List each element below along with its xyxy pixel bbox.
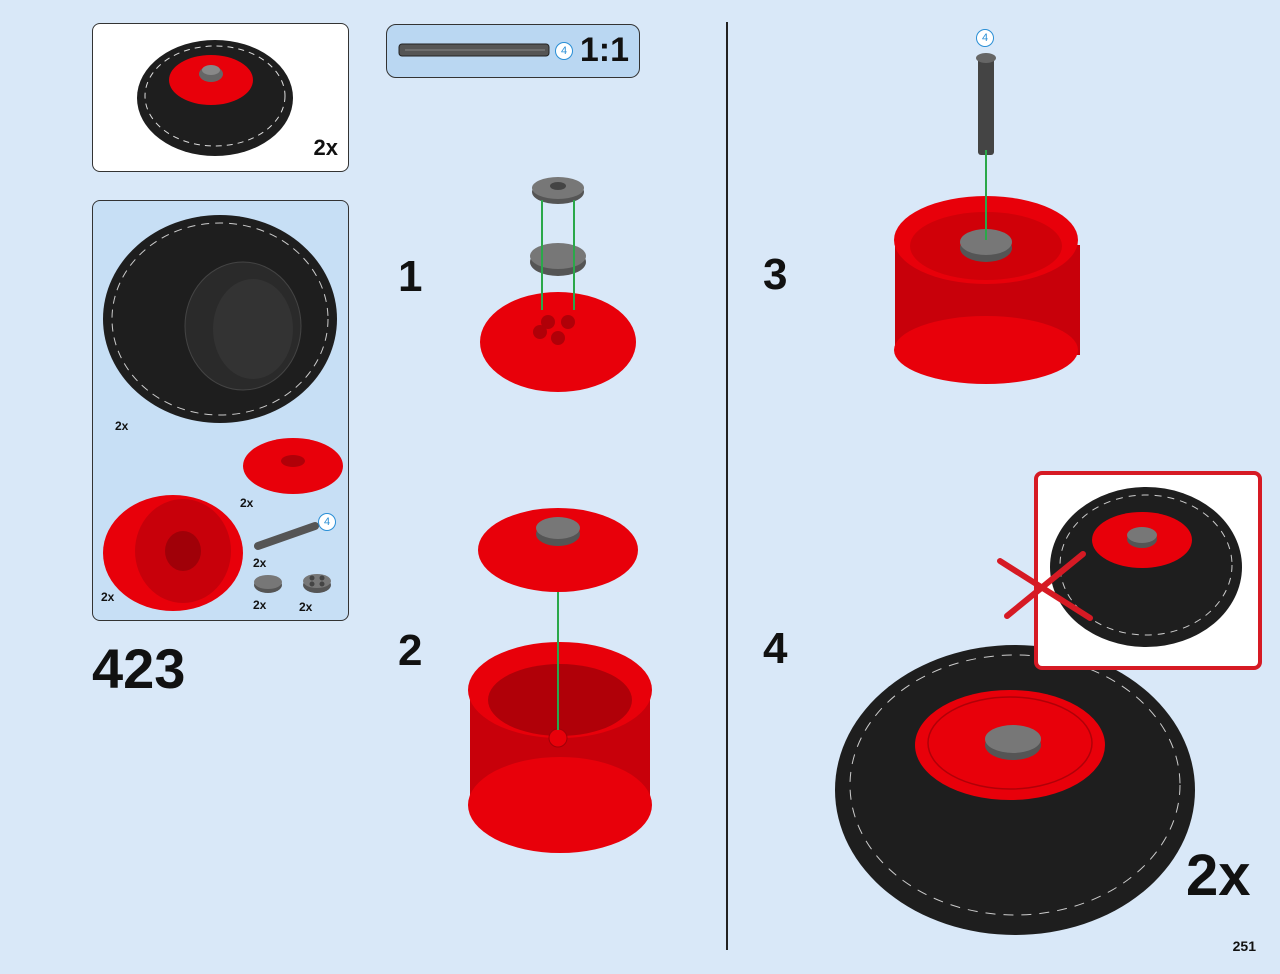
wheel-image [137,40,293,156]
step-4-number: 4 [763,624,788,673]
step-4-illustration [835,645,1195,935]
tire-quantity: 2x [115,419,129,433]
step-2-number: 2 [398,626,423,675]
parts-step-number: 423 [92,637,186,700]
scale-length-badge: 4 [555,42,573,60]
axle-part-image [254,522,319,550]
subassembly-quantity: 2x [313,135,338,160]
step-3-illustration [894,53,1080,384]
tile-part-image [254,574,331,593]
axle-scale-image [398,43,550,57]
tile-quantity: 2x [253,598,267,612]
step-1-number: 1 [398,252,423,301]
step-2-illustration [468,508,652,853]
rim-quantity: 2x [101,590,115,604]
rim-part-image [103,495,243,611]
dish-part-image [243,438,343,494]
step-3-axle-badge: 4 [976,29,994,47]
scale-guide: 4 1:1 [386,24,640,78]
step-3-number: 3 [763,250,788,299]
column-divider [726,22,728,950]
step-1-illustration [480,177,636,392]
parts-list: 2x 2x 2x 4 2x 2x 2x [92,200,349,621]
scale-ratio: 1:1 [579,31,629,69]
page-number: 251 [1232,938,1256,954]
step-4-quantity: 2x [1186,843,1251,908]
wrong-assembly-callout [1034,471,1262,670]
plate-quantity: 2x [299,600,313,614]
axle-quantity: 2x [253,556,267,570]
subassembly-callout: 2x [92,23,349,172]
cross-icon [997,551,1093,621]
dish-quantity: 2x [240,496,254,510]
tire-part-image [103,215,337,423]
axle-length-badge: 4 [318,513,336,531]
wrong-wheel-image [1050,487,1242,647]
